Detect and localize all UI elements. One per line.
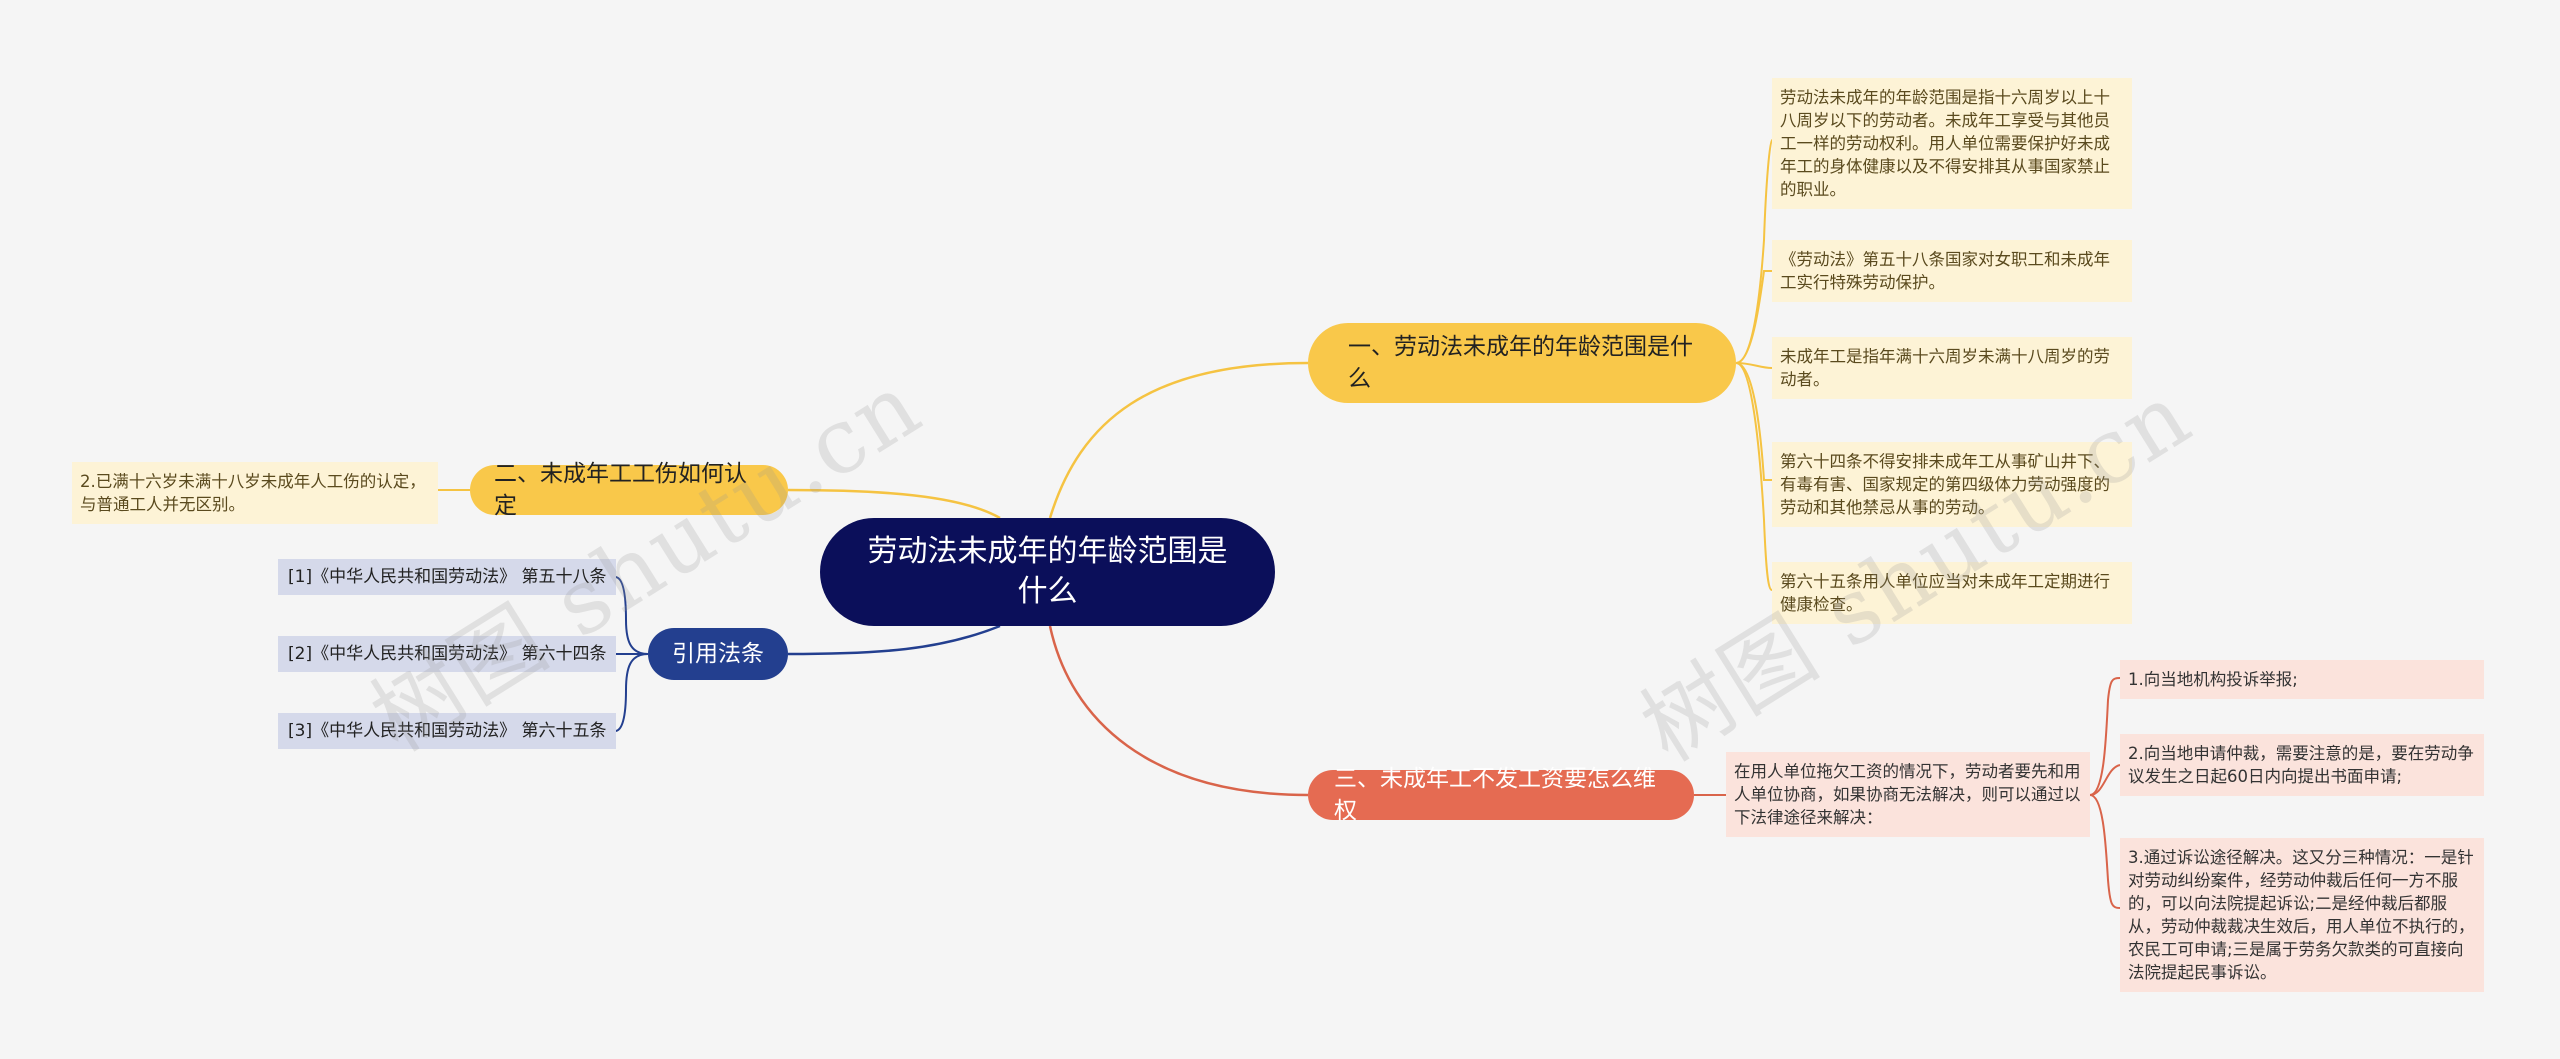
- citation-text: [1]《中华人民共和国劳动法》 第五十八条: [288, 567, 607, 587]
- leaf-text: 劳动法未成年的年龄范围是指十六周岁以上十八周岁以下的劳动者。未成年工享受与其他员…: [1780, 88, 2110, 199]
- branch-cited-laws-label: 引用法条: [672, 641, 764, 667]
- leaf-text: 1.向当地机构投诉举报;: [2128, 670, 2298, 689]
- leaf-article-58[interactable]: 《劳动法》第五十八条国家对女职工和未成年工实行特殊劳动保护。: [1772, 240, 2132, 302]
- citation-article-58[interactable]: [1]《中华人民共和国劳动法》 第五十八条: [278, 559, 617, 595]
- leaf-text: 《劳动法》第五十八条国家对女职工和未成年工实行特殊劳动保护。: [1780, 250, 2110, 292]
- branch-age-range-label: 一、劳动法未成年的年龄范围是什么: [1348, 334, 1693, 392]
- branch-age-range[interactable]: 一、劳动法未成年的年龄范围是什么: [1308, 323, 1736, 403]
- leaf-arbitration[interactable]: 2.向当地申请仲裁，需要注意的是，要在劳动争议发生之日起60日内向提出书面申请;: [2120, 734, 2484, 796]
- branch-injury-determination[interactable]: 二、未成年工工伤如何认定: [470, 461, 788, 519]
- branch-cited-laws[interactable]: 引用法条: [648, 628, 788, 680]
- leaf-text: 2.已满十六岁未满十八岁未成年人工伤的认定，与普通工人并无区别。: [80, 472, 426, 514]
- central-topic-label: 劳动法未成年的年龄范围是什么: [867, 534, 1228, 609]
- leaf-age-range-definition[interactable]: 劳动法未成年的年龄范围是指十六周岁以上十八周岁以下的劳动者。未成年工享受与其他员…: [1772, 78, 2132, 209]
- citation-text: [2]《中华人民共和国劳动法》 第六十四条: [288, 644, 607, 664]
- leaf-text: 3.通过诉讼途径解决。这又分三种情况：一是针对劳动纠纷案件，经劳动仲裁后任何一方…: [2128, 848, 2475, 982]
- leaf-article-64[interactable]: 第六十四条不得安排未成年工从事矿山井下、有毒有害、国家规定的第四级体力劳动强度的…: [1772, 442, 2132, 527]
- citation-article-65[interactable]: [3]《中华人民共和国劳动法》 第六十五条: [278, 713, 617, 749]
- leaf-text: 未成年工是指年满十六周岁未满十八周岁的劳动者。: [1780, 347, 2110, 389]
- leaf-injury-determination[interactable]: 2.已满十六岁未满十八岁未成年人工伤的认定，与普通工人并无区别。: [72, 462, 438, 524]
- branch-wage-rights-label: 三、未成年工不发工资要怎么维权: [1334, 766, 1656, 824]
- citation-article-64[interactable]: [2]《中华人民共和国劳动法》 第六十四条: [278, 636, 617, 672]
- central-topic[interactable]: 劳动法未成年的年龄范围是什么: [820, 518, 1275, 626]
- leaf-text: 在用人单位拖欠工资的情况下，劳动者要先和用人单位协商，如果协商无法解决，则可以通…: [1734, 762, 2081, 827]
- branch-wage-rights[interactable]: 三、未成年工不发工资要怎么维权: [1308, 766, 1694, 824]
- leaf-text: 第六十四条不得安排未成年工从事矿山井下、有毒有害、国家规定的第四级体力劳动强度的…: [1780, 452, 2110, 517]
- leaf-text: 2.向当地申请仲裁，需要注意的是，要在劳动争议发生之日起60日内向提出书面申请;: [2128, 744, 2474, 786]
- leaf-text: 第六十五条用人单位应当对未成年工定期进行健康检查。: [1780, 572, 2110, 614]
- branch-injury-determination-label: 二、未成年工工伤如何认定: [494, 461, 747, 519]
- leaf-complaint[interactable]: 1.向当地机构投诉举报;: [2120, 660, 2484, 699]
- leaf-article-65[interactable]: 第六十五条用人单位应当对未成年工定期进行健康检查。: [1772, 562, 2132, 624]
- leaf-wage-intro[interactable]: 在用人单位拖欠工资的情况下，劳动者要先和用人单位协商，如果协商无法解决，则可以通…: [1726, 752, 2090, 837]
- leaf-litigation[interactable]: 3.通过诉讼途径解决。这又分三种情况：一是针对劳动纠纷案件，经劳动仲裁后任何一方…: [2120, 838, 2484, 992]
- citation-text: [3]《中华人民共和国劳动法》 第六十五条: [288, 721, 607, 741]
- leaf-minor-worker-definition[interactable]: 未成年工是指年满十六周岁未满十八周岁的劳动者。: [1772, 337, 2132, 399]
